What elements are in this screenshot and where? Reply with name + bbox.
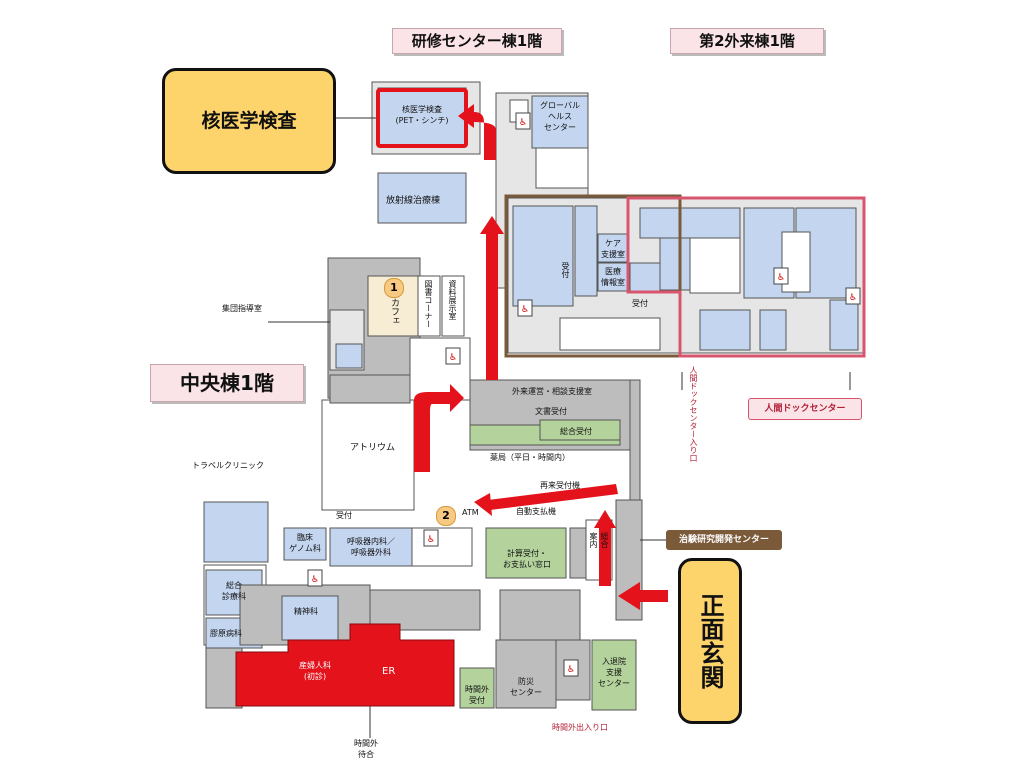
svg-text:♿: ♿	[521, 305, 529, 315]
outpatient2-wing	[507, 197, 865, 354]
central-wing	[203, 257, 643, 711]
outpatient2-brown-border	[504, 194, 682, 358]
header-outpatient2: 第2外来棟1階	[670, 28, 824, 54]
room-reception-sign: 受付	[336, 511, 352, 520]
room-general-medicine: 総合 診療科	[222, 581, 246, 601]
room-pet: 核医学検査 (PET・シンチ)	[395, 105, 449, 125]
room-disaster: 防災 センター	[510, 677, 542, 697]
svg-text:♿: ♿	[449, 353, 457, 363]
label-dock-entrance: 人間ドックセンター入り口	[689, 366, 698, 462]
restroom-icons: ♿ ♿ ♿ ♿ ♿ ♿ ♿ ♿	[307, 112, 861, 677]
room-medical-info: 医療 情報室	[601, 267, 625, 287]
room-after-hours-wait: 時間外 待合	[354, 739, 378, 759]
marker-1: 1	[384, 278, 404, 298]
callout-main-entrance: 正面玄関	[678, 558, 742, 724]
svg-text:♿: ♿	[777, 273, 785, 283]
header-central: 中央棟1階	[150, 364, 304, 402]
room-travel-clinic: トラベルクリニック	[192, 461, 264, 470]
room-library: 図書コーナー	[424, 280, 433, 328]
header-training-center: 研修センター棟1階	[392, 28, 562, 54]
dock-center-pink-border	[626, 196, 866, 358]
room-group-guidance: 集団指導室	[222, 304, 262, 313]
svg-text:♿: ♿	[849, 293, 857, 303]
room-collagen: 膠原病科	[210, 629, 242, 638]
room-care-support: ケア 支援室	[601, 239, 625, 259]
tag-dock-center: 人間ドックセンター	[748, 398, 862, 420]
callout-nuclear-medicine: 核医学検査	[162, 68, 336, 174]
room-revisit: 再来受付機	[540, 481, 580, 490]
room-psychiatry: 精神科	[294, 607, 318, 616]
room-atrium: アトリウム	[350, 443, 396, 453]
svg-text:♿: ♿	[311, 575, 319, 585]
room-global-health: グローバル ヘルス センター	[540, 101, 580, 132]
er-area	[235, 623, 455, 707]
pet-highlight[interactable]	[376, 88, 468, 148]
room-document-desk: 文書受付	[535, 407, 567, 416]
marker-2: 2	[436, 506, 456, 526]
svg-text:♿: ♿	[427, 535, 435, 545]
room-reception2: 受付	[632, 299, 648, 308]
room-respiratory: 呼吸器内科／ 呼吸器外科	[347, 537, 395, 557]
tag-treatment-center: 治験研究開発センター	[666, 530, 782, 550]
svg-text:♿: ♿	[567, 665, 575, 675]
room-after-hours: 時間外 受付	[465, 685, 489, 705]
room-reception: 受付	[561, 262, 570, 278]
room-er: ER	[382, 666, 396, 677]
room-outpatient-ops: 外来運営・相談支援室	[512, 387, 592, 396]
room-general-info: 総合 案内	[589, 532, 609, 548]
svg-text:♿: ♿	[519, 118, 527, 128]
room-obgyn: 産婦人科 (初診)	[299, 661, 331, 681]
room-radiotherapy: 放射線治療棟	[386, 196, 441, 206]
room-admission: 入退院 支援 センター	[598, 657, 630, 688]
room-exhibit: 資料展示室	[448, 280, 457, 320]
route-arrows	[414, 104, 668, 610]
room-atm: ATM	[462, 508, 479, 517]
room-cafe: カフェ	[389, 298, 399, 325]
room-pharmacy: 薬局（平日・時間内）	[490, 453, 570, 462]
room-general-reception: 総合受付	[560, 427, 592, 436]
room-auto-pay: 自動支払機	[516, 507, 556, 516]
label-after-hours-entrance: 時間外出入り口	[552, 723, 608, 732]
room-clinical-genome: 臨床 ゲノム科	[289, 533, 321, 553]
room-billing: 計算受付・ お支払い窓口	[503, 549, 551, 569]
